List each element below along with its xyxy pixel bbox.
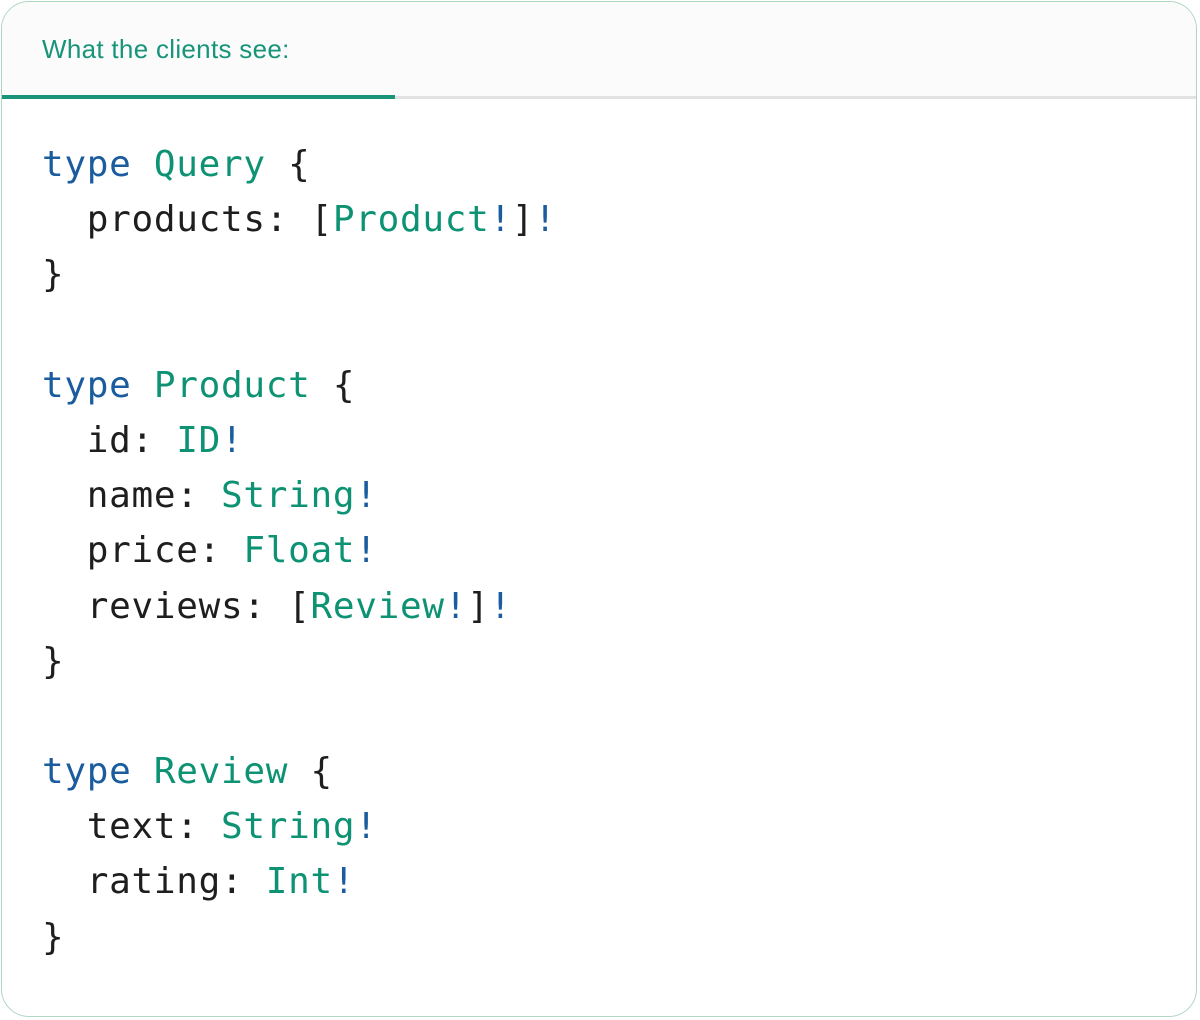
code-line: } — [42, 634, 1176, 689]
code-token-plain: id: — [42, 419, 177, 461]
code-token-bang: ! — [332, 861, 356, 903]
code-token-bang: ! — [355, 530, 378, 572]
code-token-plain: ] — [467, 585, 490, 627]
code-token-plain: ] — [511, 199, 535, 241]
code-token-plain: { — [265, 144, 311, 185]
code-token-bang: ! — [534, 199, 557, 241]
code-line: id: ID! — [42, 413, 1176, 468]
code-token-type: String — [221, 806, 356, 848]
code-token-plain: reviews: [ — [42, 585, 311, 627]
code-line: } — [42, 910, 1176, 965]
tab-bar-divider — [2, 96, 1196, 99]
code-line — [42, 689, 1176, 744]
code-token-type: Review — [153, 751, 289, 793]
code-token-plain: } — [42, 254, 65, 296]
code-token-plain — [132, 751, 154, 792]
code-token-plain — [132, 144, 154, 185]
code-line: type Review { — [42, 744, 1176, 799]
code-token-plain: { — [288, 751, 333, 793]
code-line: type Product { — [42, 358, 1176, 413]
code-token-plain: name: — [42, 475, 221, 517]
code-token-type: String — [221, 475, 356, 517]
code-token-bang: ! — [221, 419, 244, 461]
active-tab-indicator — [2, 95, 395, 99]
code-token-plain: price: — [42, 530, 244, 572]
code-line: reviews: [Review!]! — [42, 579, 1176, 634]
code-token-bang: ! — [489, 199, 512, 241]
code-token-type: Int — [265, 861, 333, 903]
code-line: type Query { — [42, 137, 1176, 192]
tab-bar: What the clients see: — [2, 2, 1196, 99]
code-token-type: ID — [176, 419, 221, 461]
tab-label: What the clients see: — [42, 33, 290, 64]
code-token-plain: } — [42, 916, 65, 958]
code-line — [42, 303, 1176, 358]
code-line: rating: Int! — [42, 854, 1176, 909]
code-line: price: Float! — [42, 523, 1176, 578]
code-line: text: String! — [42, 799, 1176, 854]
tab-what-clients-see[interactable]: What the clients see: — [2, 2, 395, 96]
code-line: name: String! — [42, 468, 1176, 523]
code-token-kw: type — [42, 364, 132, 406]
code-token-bang: ! — [355, 806, 378, 848]
code-token-type: Product — [332, 199, 490, 241]
code-token-type: Float — [243, 530, 356, 572]
code-token-kw: type — [42, 144, 132, 185]
code-line: products: [Product!]! — [42, 192, 1176, 247]
code-line: } — [42, 247, 1176, 302]
code-token-plain: text: — [42, 806, 221, 848]
code-token-bang: ! — [444, 585, 468, 627]
code-token-plain: { — [310, 364, 356, 406]
code-token-type: Query — [153, 144, 266, 185]
code-token-type: Review — [310, 585, 445, 627]
code-token-plain: rating: — [42, 861, 266, 903]
code-token-bang: ! — [355, 475, 378, 517]
code-token-bang: ! — [489, 585, 512, 627]
code-block: type Query { products: [Product!]!} type… — [2, 99, 1196, 965]
code-token-type: Product — [153, 364, 311, 406]
code-token-plain — [132, 365, 154, 406]
code-token-kw: type — [42, 751, 132, 793]
code-token-plain: products: [ — [42, 199, 333, 241]
code-token-plain: } — [42, 640, 65, 682]
